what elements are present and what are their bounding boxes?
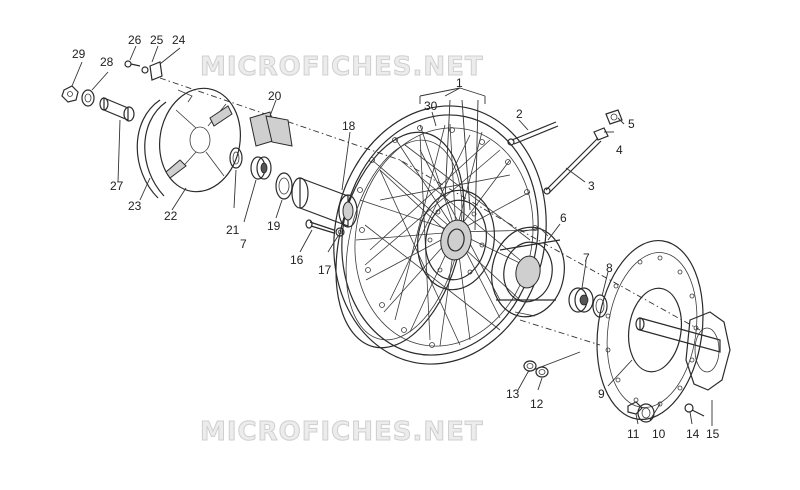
callout-24: 24 xyxy=(172,33,186,47)
bearing-right xyxy=(568,287,594,313)
axle-rod xyxy=(507,121,559,146)
spindle xyxy=(635,311,731,391)
screw-26 xyxy=(124,60,141,68)
callout-2: 2 xyxy=(516,107,523,121)
callout-12: 12 xyxy=(530,397,544,411)
callout-15: 15 xyxy=(706,427,720,441)
callout-17: 17 xyxy=(318,263,332,277)
brake-band xyxy=(136,89,193,199)
callout-14: 14 xyxy=(686,427,700,441)
clip-24 xyxy=(149,61,163,81)
callout-22: 22 xyxy=(164,209,178,223)
watermark-bottom: MICROFICHES.NET xyxy=(200,417,484,447)
callout-4: 4 xyxy=(616,143,623,157)
nut-29 xyxy=(61,85,79,103)
axle-nut xyxy=(593,127,609,141)
callout-labels: 1 2 3 4 5 6 7 7 8 9 10 11 12 13 14 15 16… xyxy=(72,33,720,441)
callout-18: 18 xyxy=(342,119,356,133)
callout-29: 29 xyxy=(72,47,86,61)
spacer-sleeve xyxy=(291,177,358,228)
callout-26: 26 xyxy=(128,33,142,47)
hub-flange xyxy=(491,226,565,318)
callout-8: 8 xyxy=(606,261,613,275)
callout-28: 28 xyxy=(100,55,114,69)
callout-9: 9 xyxy=(598,387,605,401)
ring-21 xyxy=(229,147,243,169)
callout-21: 21 xyxy=(226,223,240,237)
callout-19: 19 xyxy=(267,219,281,233)
leader-lines xyxy=(71,45,713,426)
callout-27: 27 xyxy=(110,179,124,193)
washer-17 xyxy=(335,227,345,237)
spindle-axis xyxy=(519,319,601,346)
bolt-16 xyxy=(305,219,335,234)
callout-7-right: 7 xyxy=(583,251,590,265)
axle-cap xyxy=(605,109,623,125)
axle-long xyxy=(543,137,602,195)
callout-10: 10 xyxy=(652,427,666,441)
brake-shoes xyxy=(249,111,293,147)
callout-7-left: 7 xyxy=(240,237,247,251)
callout-25: 25 xyxy=(150,33,164,47)
ring-19 xyxy=(275,172,293,200)
bearing-left xyxy=(250,156,272,180)
bolt-small xyxy=(627,401,643,415)
watermark-top: MICROFICHES.NET xyxy=(200,52,484,82)
callout-1: 1 xyxy=(456,76,463,90)
callout-16: 16 xyxy=(290,253,304,267)
washer-28 xyxy=(81,89,95,107)
callout-30: 30 xyxy=(424,99,438,113)
assembly-axis xyxy=(159,77,701,331)
callout-5: 5 xyxy=(628,117,635,131)
backing-plate xyxy=(158,87,242,193)
screw-14 xyxy=(684,403,705,417)
callout-23: 23 xyxy=(128,199,142,213)
callout-20: 20 xyxy=(268,89,282,103)
callout-13: 13 xyxy=(506,387,520,401)
callout-11: 11 xyxy=(627,427,640,441)
washer-25 xyxy=(141,66,149,74)
hub-sleeve xyxy=(99,97,135,122)
callout-3: 3 xyxy=(588,179,595,193)
wheel-hub xyxy=(416,189,496,291)
callout-6: 6 xyxy=(560,211,567,225)
